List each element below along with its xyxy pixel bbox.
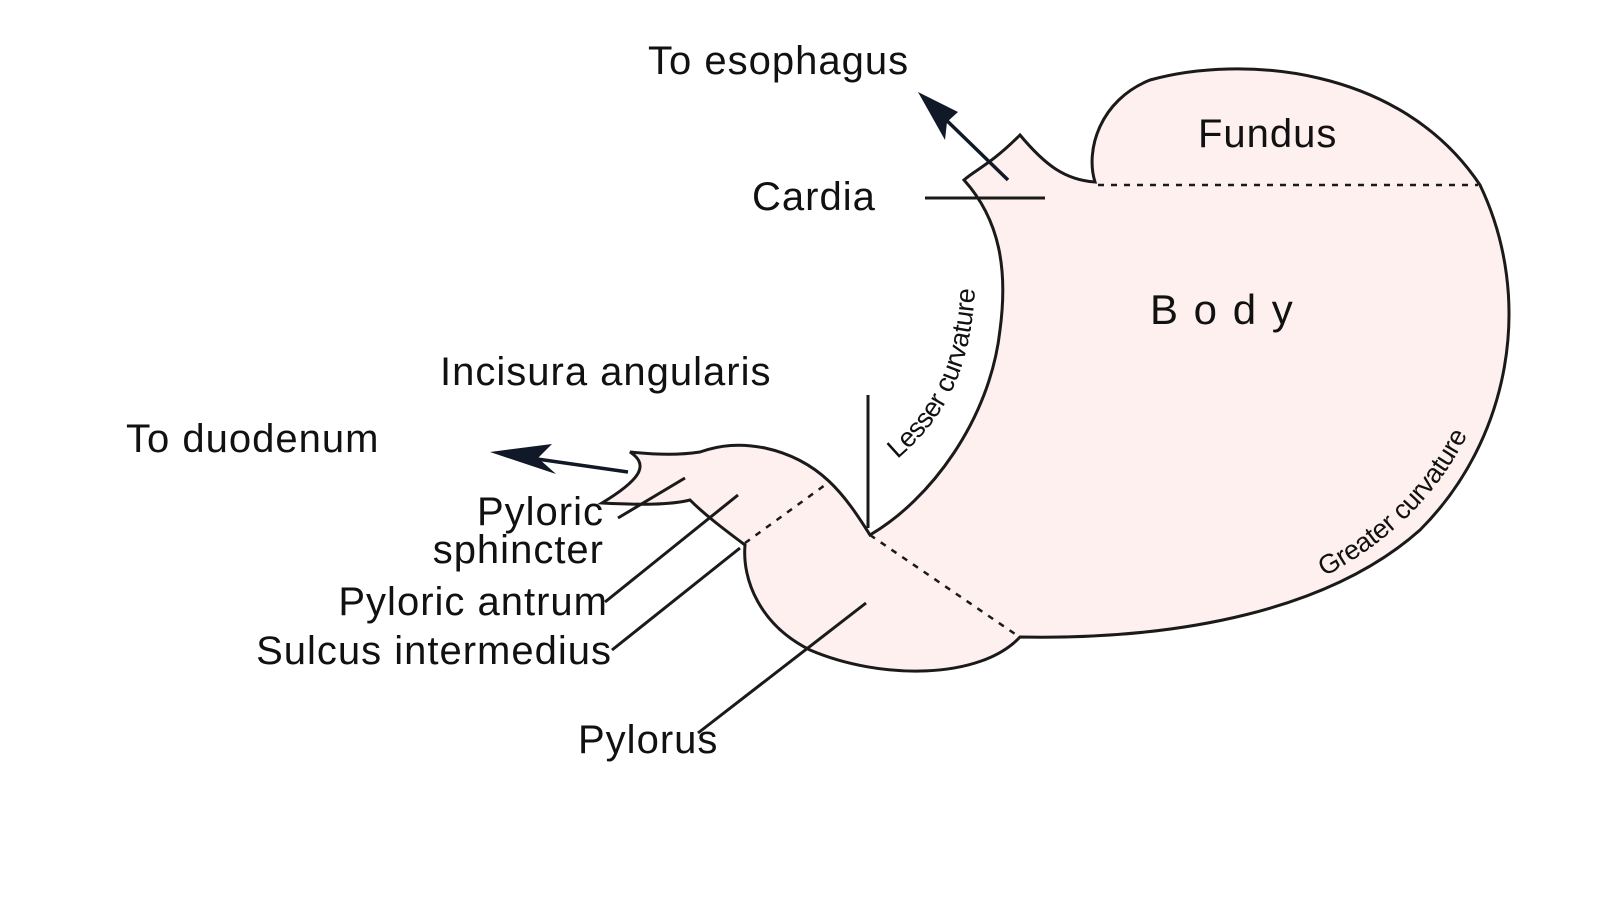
duodenum-arrow-shaft	[529, 456, 629, 474]
pyloric-antrum-leader	[604, 493, 739, 604]
duodenum-arrow-head	[490, 444, 556, 474]
body-label: B o d y	[1150, 286, 1295, 333]
body-pylorus-divider	[869, 533, 1019, 638]
esophagus-arrow-shaft	[936, 110, 1010, 182]
pylorus-label: Pylorus	[578, 718, 718, 762]
pyloric-sphincter-divider	[744, 483, 826, 545]
fundus-label: Fundus	[1198, 112, 1337, 156]
pyloric-sphincter-label-line1: Pyloric	[477, 490, 604, 534]
pyloric-sphincter-leader	[617, 476, 686, 520]
pyloric-sphincter-label-line2: sphincter	[433, 528, 604, 572]
pylorus-leader	[697, 601, 867, 735]
pyloric-antrum-label: Pyloric antrum	[338, 580, 608, 624]
sulcus-intermedius-label: Sulcus intermedius	[256, 629, 612, 673]
to-duodenum-label: To duodenum	[126, 417, 379, 461]
cardia-label: Cardia	[752, 175, 876, 219]
incisura-angularis-label: Incisura angularis	[440, 350, 772, 394]
sulcus-leader	[611, 546, 741, 652]
esophagus-arrow-head	[918, 92, 958, 140]
stomach-outline	[597, 67, 1511, 673]
to-esophagus-label: To esophagus	[648, 39, 909, 83]
